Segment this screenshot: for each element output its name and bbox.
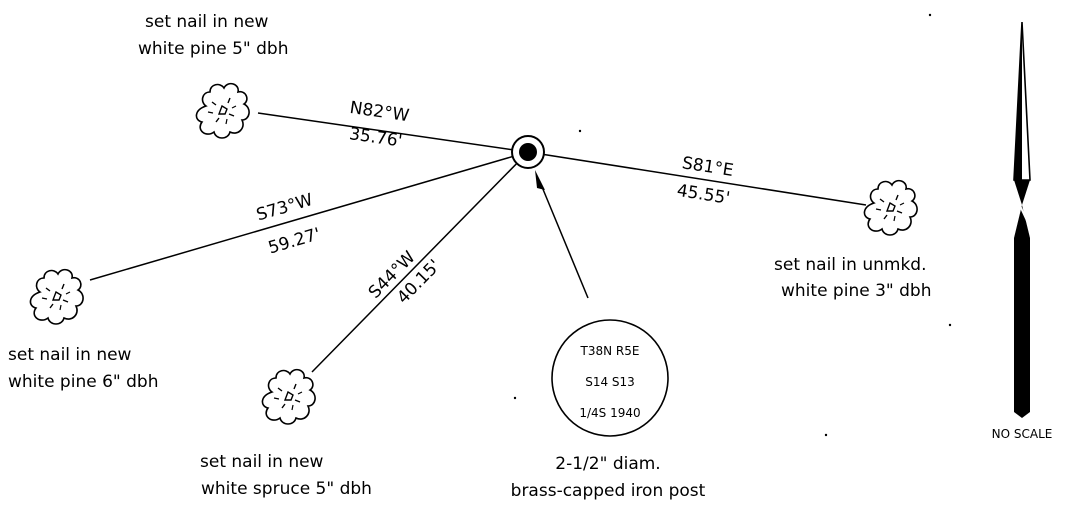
north-arrow-icon: [1013, 21, 1031, 418]
tree-symbol-nw-icon: [195, 82, 250, 139]
brass-cap-circle: [551, 319, 669, 437]
tie-w-bearing: S73°W: [254, 190, 315, 225]
scale-note: NO SCALE: [992, 427, 1053, 441]
tree-symbol-e-icon: [863, 179, 918, 236]
stray-mark: [948, 323, 952, 327]
stray-mark: [513, 396, 517, 400]
tie-line-sw: [311, 151, 529, 373]
stray-mark: [578, 129, 582, 133]
tie-e-distance: 45.55': [675, 181, 731, 209]
leader-arrowhead: [535, 170, 545, 190]
tree-symbol-w-icon: [29, 268, 84, 325]
cap-line-1: T38N R5E: [580, 344, 640, 358]
tie-line-e: [527, 151, 867, 206]
cap-line-3: 1/4S 1940: [579, 406, 640, 420]
tree-nw-label-1: set nail in new: [145, 12, 269, 32]
cap-line-2: S14 S13: [585, 375, 635, 389]
tree-sw-label-1: set nail in new: [200, 452, 324, 472]
tree-sw-label-2: white spruce 5" dbh: [201, 479, 372, 499]
tree-w-label-2: white pine 6" dbh: [8, 372, 158, 392]
tree-e-label-2: white pine 3" dbh: [781, 281, 931, 301]
stray-mark: [824, 433, 828, 437]
tree-e-label-1: set nail in unmkd.: [774, 255, 926, 275]
tree-w-label-1: set nail in new: [8, 345, 132, 365]
tie-line-w: [89, 151, 529, 281]
tie-nw-distance: 35.76': [348, 124, 404, 151]
tree-symbol-sw-icon: [261, 368, 316, 425]
tree-nw-label-2: white pine 5" dbh: [138, 39, 288, 59]
monument-label-1: 2-1/2" diam.: [555, 454, 660, 474]
leader-line: [539, 181, 589, 299]
tie-line-nw: [257, 112, 529, 153]
monument-symbol-icon: [511, 135, 545, 169]
monument-label-2: brass-capped iron post: [511, 481, 706, 501]
tie-w-distance: 59.27': [266, 224, 323, 258]
stray-mark: [928, 13, 932, 17]
tie-nw-bearing: N82°W: [348, 98, 410, 126]
